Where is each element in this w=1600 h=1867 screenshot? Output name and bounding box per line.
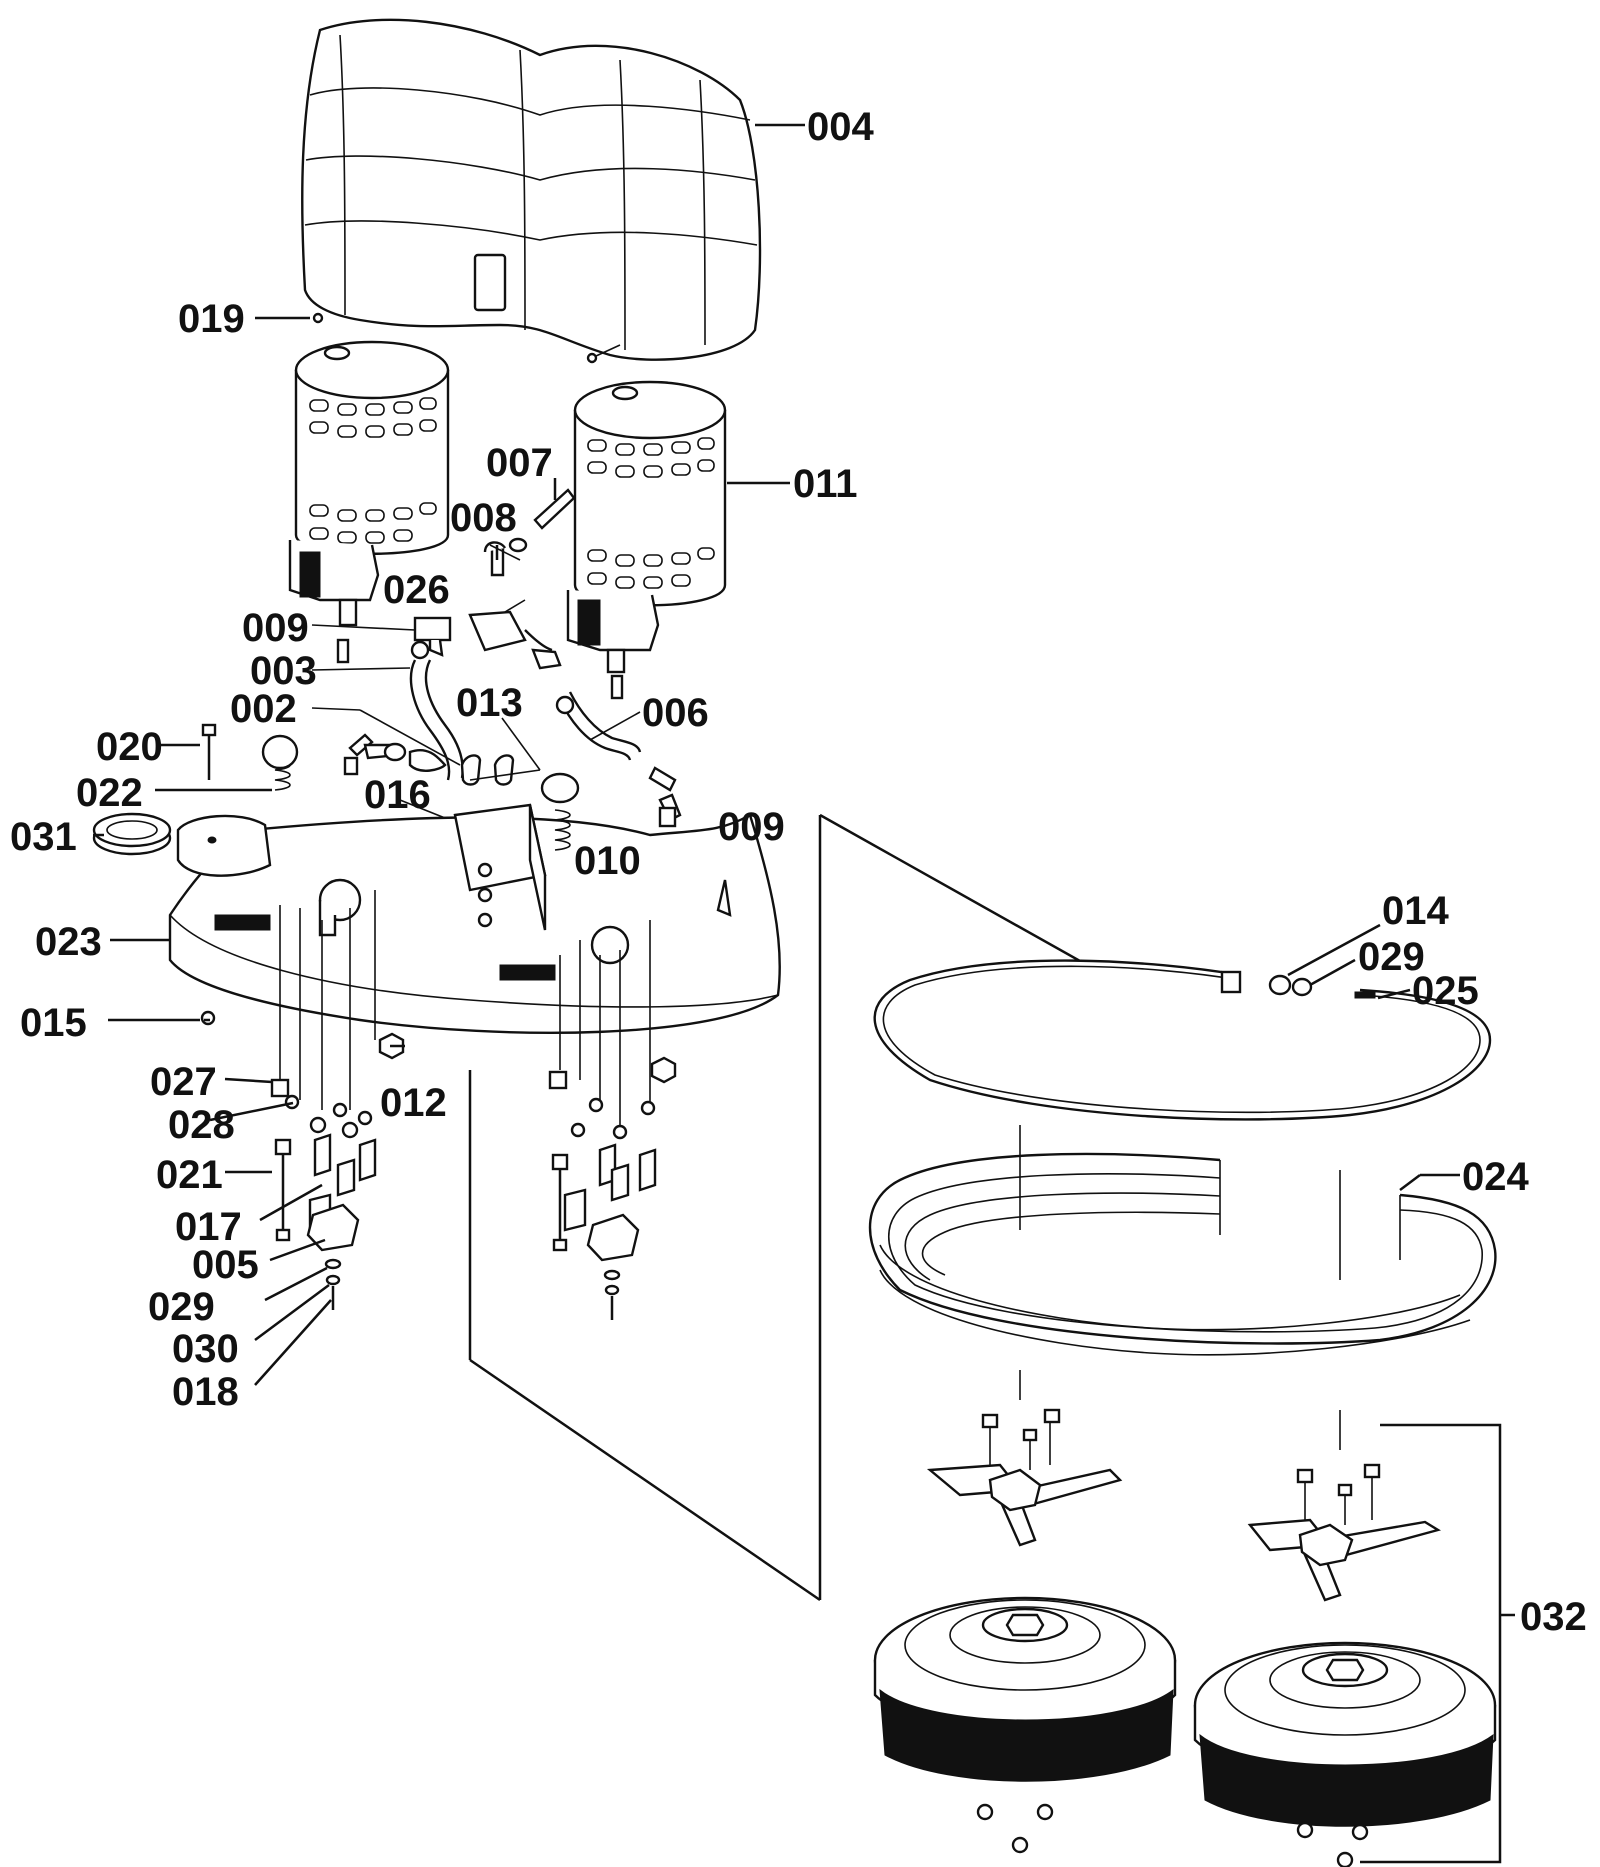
label-009: 009 [242, 606, 309, 650]
label-012: 012 [380, 1081, 447, 1125]
label-023: 023 [35, 920, 102, 964]
label-014: 014 [1382, 889, 1449, 933]
label-004: 004 [807, 105, 874, 149]
label-030: 030 [172, 1327, 239, 1371]
label-024: 024 [1462, 1155, 1529, 1199]
part-024-belts [868, 1152, 1497, 1356]
label-013: 013 [456, 681, 523, 725]
part-031-cap [92, 812, 172, 856]
label-032: 032 [1520, 1595, 1587, 1639]
brush-assembly-left [873, 1408, 1177, 1854]
label-005: 005 [192, 1243, 259, 1287]
label-031: 031 [10, 815, 77, 859]
part-025-belt-guide [873, 959, 1492, 1121]
label-007: 007 [486, 441, 553, 485]
label-026: 026 [383, 568, 450, 612]
part-004-cover [301, 18, 762, 361]
deck-hardware [200, 890, 677, 1320]
label-003: 003 [250, 649, 317, 693]
part-020-bolt [201, 723, 217, 780]
label-017: 017 [175, 1205, 242, 1249]
part-019-screws [255, 312, 621, 364]
plumbing-assembly [343, 478, 682, 828]
label-008: 008 [450, 496, 517, 540]
label-002: 002 [230, 687, 297, 731]
label-018: 018 [172, 1370, 239, 1414]
label-011: 011 [793, 462, 858, 506]
label-027: 027 [150, 1060, 217, 1104]
label-029: 029 [1358, 935, 1425, 979]
label-019: 019 [178, 297, 245, 341]
part-011-motor-right [566, 380, 727, 700]
part-022-springs [261, 734, 580, 851]
label-029: 029 [148, 1285, 215, 1329]
part-032-bracket [1360, 1423, 1515, 1864]
brush-assembly-right [1193, 1463, 1497, 1867]
label-010: 010 [574, 839, 641, 883]
part-023-deck [168, 803, 781, 1034]
label-015: 015 [20, 1001, 87, 1045]
label-028: 028 [168, 1103, 235, 1147]
label-021: 021 [156, 1153, 223, 1197]
label-016: 016 [364, 773, 431, 817]
label-020: 020 [96, 725, 163, 769]
label-009: 009 [718, 805, 785, 849]
label-006: 006 [642, 691, 709, 735]
label-022: 022 [76, 771, 143, 815]
label-025: 025 [1412, 969, 1479, 1013]
part-labels: 004 019 007 011 008 026 009 003 002 013 … [10, 105, 1587, 1639]
part-011-motor-left [288, 340, 450, 664]
